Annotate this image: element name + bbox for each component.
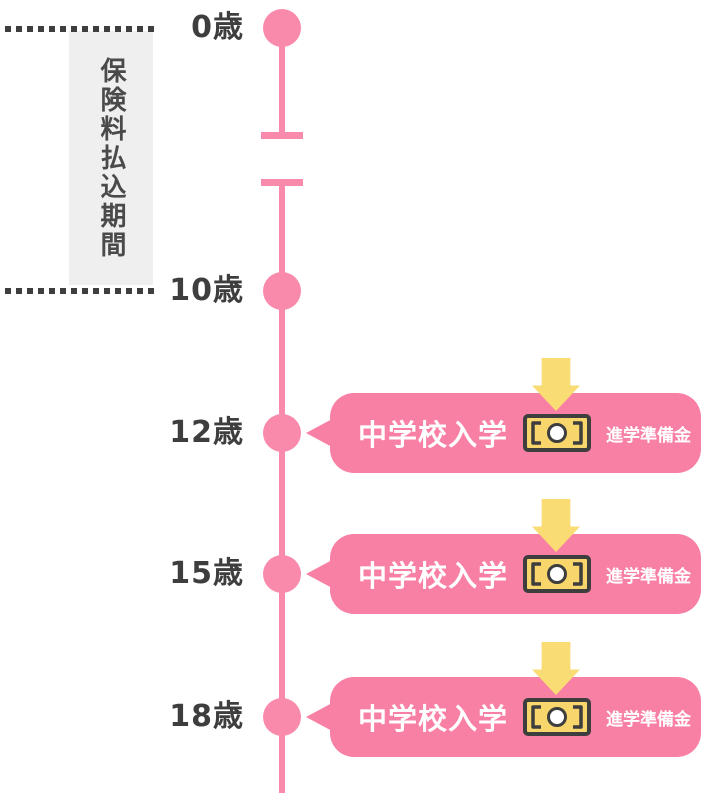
event-title: 中学校入学 [358, 418, 509, 452]
age-marker-12 [263, 414, 301, 452]
event-title: 中学校入学 [358, 559, 509, 593]
benefit-label: 進学準備金 [606, 566, 692, 587]
benefit-label: 進学準備金 [606, 425, 692, 446]
timeline-line-upper [279, 28, 285, 132]
timeline-break-bar-top [261, 132, 303, 139]
banknote-icon [523, 555, 592, 593]
age-label-15: 15歳 [169, 556, 244, 591]
event-bubble-12: 中学校入学 進学準備金 [330, 393, 701, 473]
payment-period-label: 保険料払込期間 [96, 56, 126, 260]
age-label-18: 18歳 [169, 699, 244, 734]
age-marker-15 [263, 555, 301, 593]
event-bubble-pointer [306, 418, 334, 448]
age-marker-0 [263, 9, 301, 47]
payment-period-start-dotted-line [5, 26, 159, 32]
event-bubble-pointer [306, 702, 334, 732]
age-marker-18 [263, 698, 301, 736]
benefit-label: 進学準備金 [606, 709, 692, 730]
age-label-12: 12歳 [169, 415, 244, 450]
timeline-break-bar-bottom [261, 179, 303, 186]
banknote-icon [523, 414, 592, 452]
event-bubble-pointer [306, 559, 334, 589]
event-bubble-15: 中学校入学 進学準備金 [330, 534, 701, 614]
age-label-10: 10歳 [169, 273, 244, 308]
age-label-0: 0歳 [191, 10, 244, 45]
age-marker-10 [263, 272, 301, 310]
timeline-line-lower [279, 186, 285, 793]
banknote-icon [523, 698, 592, 736]
payment-period-box: 保険料払込期間 [69, 31, 153, 285]
event-title: 中学校入学 [358, 702, 509, 736]
payment-period-end-dotted-line [5, 288, 159, 294]
event-bubble-18: 中学校入学 進学準備金 [330, 677, 701, 757]
